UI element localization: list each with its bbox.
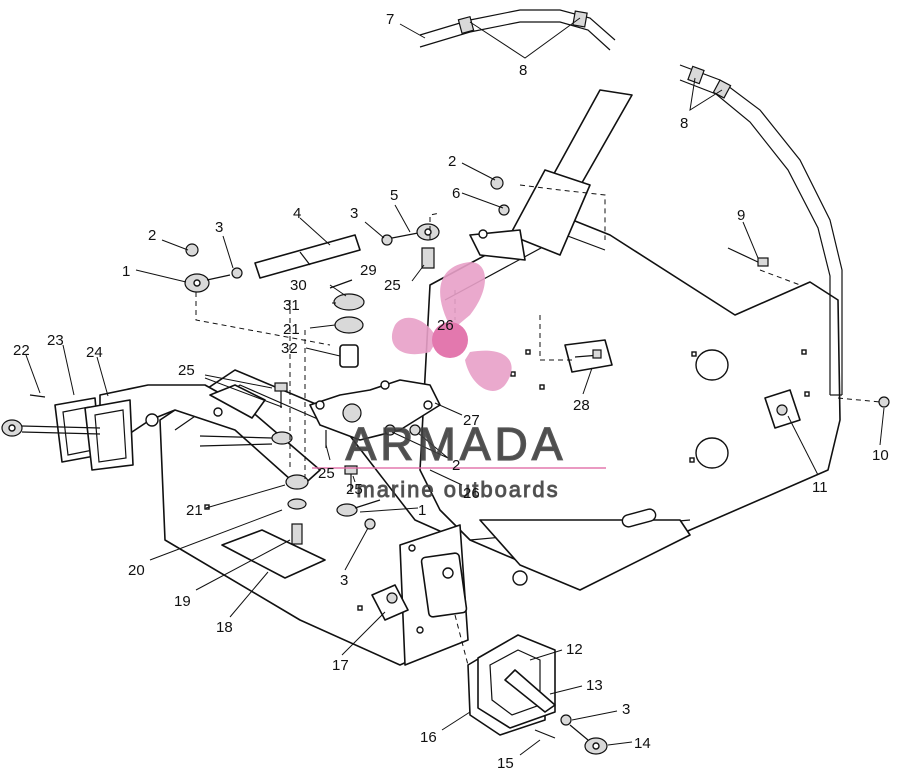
callout-2: 2 xyxy=(448,153,456,170)
callout-31: 31 xyxy=(283,297,300,314)
callout-10: 10 xyxy=(872,447,889,464)
callout-17: 17 xyxy=(332,657,349,674)
callout-25: 25 xyxy=(384,277,401,294)
callout-14: 14 xyxy=(634,735,651,752)
callout-9: 9 xyxy=(737,207,745,224)
callout-26: 26 xyxy=(463,485,480,502)
callout-3: 3 xyxy=(622,701,630,718)
diagonal-strut xyxy=(469,89,633,261)
plate-18 xyxy=(221,529,326,579)
callout-8: 8 xyxy=(519,62,527,79)
callout-29: 29 xyxy=(360,262,377,279)
callout-25: 25 xyxy=(318,465,335,482)
top-tube-left xyxy=(419,9,616,51)
callout-25: 25 xyxy=(178,362,195,379)
callout-15: 15 xyxy=(497,755,514,771)
hardware-top xyxy=(184,176,510,293)
center-pivot-stack xyxy=(309,293,441,441)
plate-11 xyxy=(764,389,801,429)
callout-16: 16 xyxy=(420,729,437,746)
callout-2: 2 xyxy=(148,227,156,244)
callout-labels: 7 8 8 2 6 5 4 3 3 2 1 9 30 29 25 31 21 2… xyxy=(13,11,889,771)
bolts xyxy=(199,382,381,545)
callout-18: 18 xyxy=(216,619,233,636)
callout-3: 3 xyxy=(340,572,348,589)
callout-1: 1 xyxy=(418,502,426,519)
callout-30: 30 xyxy=(290,277,307,294)
callout-11: 11 xyxy=(812,479,828,496)
callout-5: 5 xyxy=(390,187,398,204)
left-gasket-23-24 xyxy=(1,394,134,471)
leader-lines xyxy=(25,17,885,756)
callout-12: 12 xyxy=(566,641,583,658)
screw-9 xyxy=(727,247,769,267)
callout-1: 1 xyxy=(122,263,130,280)
watermark-tagline: marine outboards xyxy=(356,477,559,502)
callout-3: 3 xyxy=(350,205,358,222)
callout-24: 24 xyxy=(86,344,103,361)
callout-27: 27 xyxy=(463,412,480,429)
watermark-brand: ARMADA xyxy=(346,418,567,470)
callout-32: 32 xyxy=(281,340,298,357)
callout-23: 23 xyxy=(47,332,64,349)
callout-8: 8 xyxy=(680,115,688,132)
main-frame-plate xyxy=(419,214,841,591)
logo-hub-icon xyxy=(432,322,468,358)
callout-19: 19 xyxy=(174,593,191,610)
callout-21: 21 xyxy=(186,502,203,519)
callout-4: 4 xyxy=(293,205,301,222)
callout-22: 22 xyxy=(13,342,30,359)
lower-right-plates xyxy=(467,634,608,755)
callout-13: 13 xyxy=(586,677,603,694)
callout-21: 21 xyxy=(283,321,300,338)
watermark-logo: ARMADA marine outboards xyxy=(312,262,606,502)
callout-2: 2 xyxy=(452,457,460,474)
callout-7: 7 xyxy=(386,11,394,28)
callout-26: 26 xyxy=(437,317,454,334)
plate-17 xyxy=(371,584,409,621)
callout-28: 28 xyxy=(573,397,590,414)
callout-3: 3 xyxy=(215,219,223,236)
callout-6: 6 xyxy=(452,185,460,202)
screw-10 xyxy=(878,396,890,408)
connector-rod-4 xyxy=(254,234,361,279)
plate-28 xyxy=(564,339,613,373)
callout-20: 20 xyxy=(128,562,145,579)
callout-25: 25 xyxy=(346,481,363,498)
